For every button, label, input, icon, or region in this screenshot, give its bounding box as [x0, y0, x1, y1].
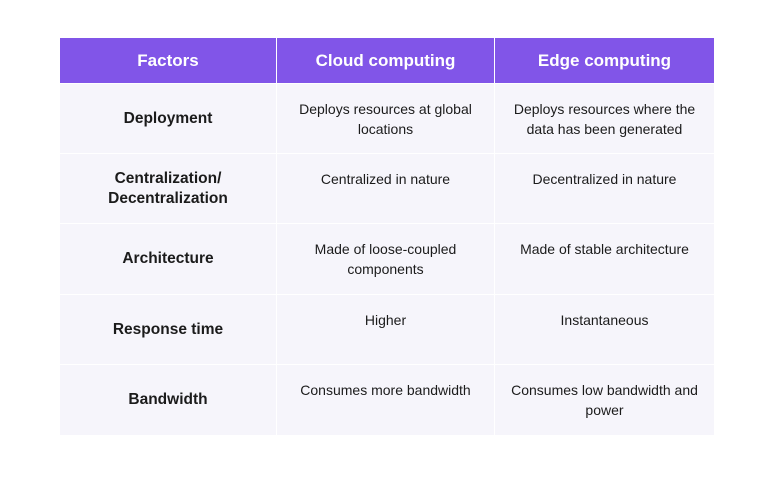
header-edge-computing: Edge computing [494, 38, 714, 83]
cloud-cell: Centralized in nature [276, 153, 494, 223]
factor-cell: Deployment [60, 83, 276, 153]
cloud-cell: Higher [276, 294, 494, 364]
edge-cell: Consumes low bandwidth and power [494, 364, 714, 435]
cloud-cell: Made of loose-coupled components [276, 223, 494, 294]
cloud-cell: Deploys resources at global locations [276, 83, 494, 153]
edge-cell: Instantaneous [494, 294, 714, 364]
header-cloud-computing: Cloud computing [276, 38, 494, 83]
factor-cell: Response time [60, 294, 276, 364]
cloud-cell: Consumes more bandwidth [276, 364, 494, 435]
header-factors: Factors [60, 38, 276, 83]
factor-cell: Architecture [60, 223, 276, 294]
factor-cell: Centralization/ Decentralization [60, 153, 276, 223]
edge-cell: Deploys resources where the data has bee… [494, 83, 714, 153]
comparison-table: Factors Cloud computing Edge computing D… [60, 38, 714, 435]
factor-cell: Bandwidth [60, 364, 276, 435]
edge-cell: Made of stable architecture [494, 223, 714, 294]
edge-cell: Decentralized in nature [494, 153, 714, 223]
